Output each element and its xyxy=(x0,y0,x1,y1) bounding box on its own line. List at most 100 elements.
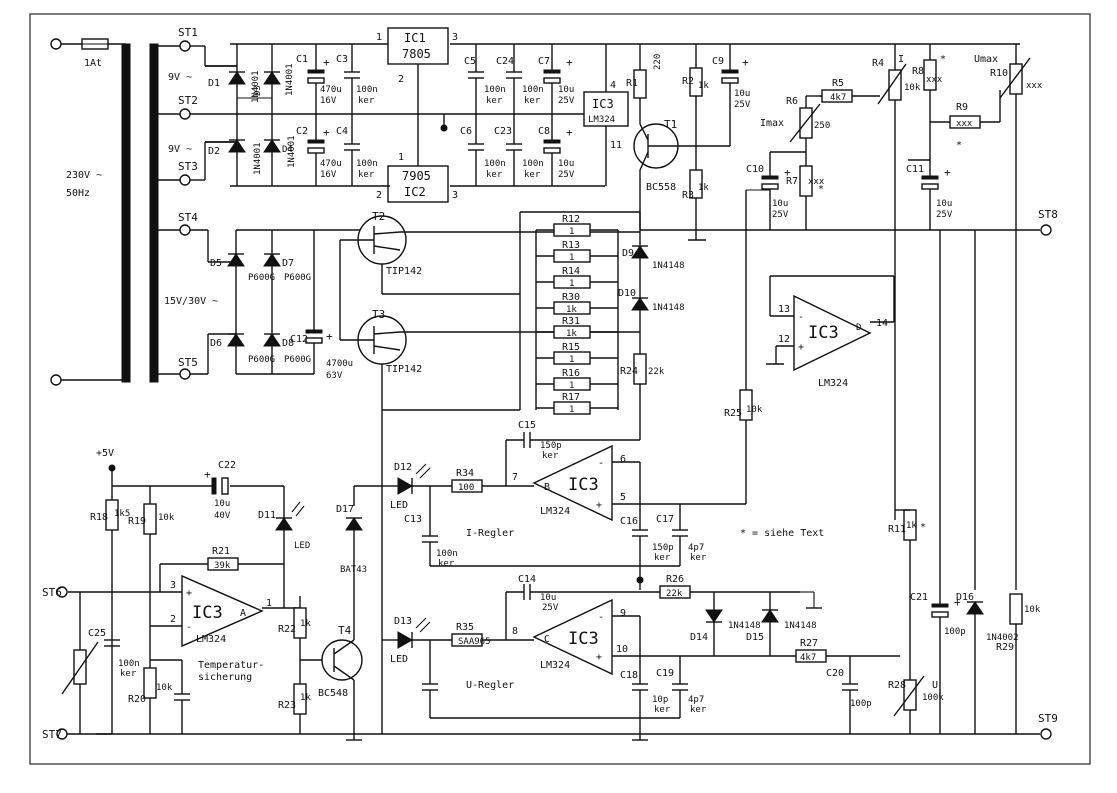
d7-ref: D7 xyxy=(282,258,294,269)
svg-text:+: + xyxy=(326,330,333,343)
r2-ref: R2 xyxy=(682,76,694,87)
c19-val: 10p xyxy=(652,695,668,705)
svg-text:-: - xyxy=(598,458,604,469)
svg-text:-: - xyxy=(798,312,804,323)
d11-part: LED xyxy=(294,541,310,551)
c25-ref: C25 xyxy=(88,628,106,639)
transformer: 9V ~ 9V ~ 15V/30V ~ xyxy=(121,43,218,383)
r18-ref: R18 xyxy=(90,512,108,523)
terminal-st2 xyxy=(179,108,191,120)
terminal-st8 xyxy=(1040,224,1052,236)
pot-r6 xyxy=(799,107,813,139)
c2-ref: C2 xyxy=(296,126,308,137)
temp-label-1: Temperatur- xyxy=(198,660,264,671)
power-rectifier: D5 P600G D7 P600G D6 P600G D8 P600G C12 … xyxy=(190,229,360,381)
svg-text:-: - xyxy=(598,612,604,623)
terminal-st8-label: ST8 xyxy=(1038,208,1058,221)
ic3-a-pin1: 1 xyxy=(266,598,272,609)
d10-ref: D10 xyxy=(618,288,636,299)
svg-text:+: + xyxy=(566,126,573,139)
r10-ref: R9 xyxy=(956,102,968,113)
resistor-r24 xyxy=(633,353,647,385)
terminal-st7-label: ST7 xyxy=(42,728,62,741)
c23-val: 100n xyxy=(522,159,544,169)
svg-text:+: + xyxy=(596,500,602,511)
r7-val: xxx xyxy=(808,177,825,187)
c11-volt: 25V xyxy=(936,210,953,220)
ic3-d-opamp: IC3 LM324 D 13 12 14 - + xyxy=(766,275,895,389)
r29-ref: R29 xyxy=(996,642,1014,653)
d10-part: 1N4148 xyxy=(652,303,685,313)
d12-ref: D12 xyxy=(394,462,412,473)
t3-ref: T3 xyxy=(372,308,385,321)
r30-val: 1k xyxy=(566,305,577,315)
mains-voltage-label: 230V ~ xyxy=(66,170,102,181)
ic3-d-pin14: 14 xyxy=(876,318,888,329)
terminal-st5-label: ST5 xyxy=(178,356,198,369)
c24-ref: C24 xyxy=(496,56,514,67)
ic3-c-pin9: 9 xyxy=(620,608,626,619)
t1-section: R1 220 T1 BC558 R2 1k R3 1k C9 10u 25V + xyxy=(626,44,751,241)
c24-val: 100n xyxy=(522,85,544,95)
terminal-st9 xyxy=(1040,728,1052,740)
terminal-st5 xyxy=(179,368,191,380)
c10-ref: C10 xyxy=(746,164,764,175)
r1-val: 220 xyxy=(653,54,663,70)
r21-val: 39k xyxy=(214,561,231,571)
c8-val: 10u xyxy=(558,159,574,169)
ic3-a-pin3: 3 xyxy=(170,580,176,591)
ic3-c-pin10: 10 xyxy=(616,644,628,655)
t1-part: BC558 xyxy=(646,182,676,193)
terminal-st1 xyxy=(179,40,191,52)
d17-ref: D17 xyxy=(336,504,354,515)
r4-val: 10k xyxy=(904,83,921,93)
c15-val: 150p xyxy=(540,441,562,451)
r27-ref: R27 xyxy=(800,638,818,649)
svg-text:+: + xyxy=(596,652,602,663)
pass-transistors: T2 TIP142 T3 TIP142 xyxy=(339,210,640,411)
c19-ref: C18 xyxy=(620,670,638,681)
d2-part: 1N4001 xyxy=(253,142,263,175)
ic1-pin3: 3 xyxy=(452,32,458,43)
c17-val: 150p xyxy=(652,543,674,553)
shunt-network: R12 1 R13 1 R14 1 R30 1k R31 1k R15 1 R1… xyxy=(535,212,685,440)
terminal-st9-label: ST9 xyxy=(1038,712,1058,725)
d6-part: P600G xyxy=(248,355,275,365)
output-feedback: R11 1k * R28 100k U C21 100p + D16 1N400… xyxy=(888,230,1058,740)
u-regler-label: U-Regler xyxy=(466,680,514,691)
d1-part: 1N4001 xyxy=(251,70,261,103)
c23-ker: ker xyxy=(524,170,541,180)
ic3-a-part: LM324 xyxy=(196,634,226,645)
d9-ref: D9 xyxy=(622,248,634,259)
svg-text:+: + xyxy=(944,166,951,179)
r4-ref: R4 xyxy=(872,58,884,69)
r24-ref: R24 xyxy=(620,366,638,377)
r34-ref: R35 xyxy=(456,622,474,633)
low-voltage-supply: D1 D3 1N4001 1N4001 D2 1N4001 1N4001 D4 … xyxy=(190,27,1020,203)
c17-ref: C16 xyxy=(620,516,638,527)
r26-val: 22k xyxy=(666,589,683,599)
ic3-power-name: IC3 xyxy=(592,97,614,111)
temperature-protection: +5V C22 10u 40V + R18 1k5 R19 10k ST6 ST… xyxy=(42,448,330,741)
r1-ref: R1 xyxy=(626,78,638,89)
d7-part: P600G xyxy=(284,273,311,283)
pot-r11 xyxy=(1009,63,1023,95)
led-d11 xyxy=(275,517,293,531)
diode-d7 xyxy=(263,253,281,267)
star-note: * = siehe Text xyxy=(740,528,824,539)
svg-text:+: + xyxy=(323,56,330,69)
r16-ref: R16 xyxy=(562,368,580,379)
d11-ref: D11 xyxy=(258,510,276,521)
c20-ker: ker xyxy=(690,705,707,715)
c12-ref: C12 xyxy=(290,334,308,345)
ic1-regulator xyxy=(387,27,449,65)
ic3-c-voltage-regulator: IC3 C LM324 - + 9 10 8 C14 10u 25V R26 2… xyxy=(382,574,900,741)
r17-val: 1 xyxy=(569,405,574,415)
r12-val: 1 xyxy=(569,227,574,237)
ic3-d-part: LM324 xyxy=(818,378,848,389)
r3-ref: R3 xyxy=(682,190,694,201)
led-d13 xyxy=(397,631,414,649)
ic3-d-pin13: 13 xyxy=(778,304,790,315)
r4-label: I xyxy=(898,54,904,65)
r9-val: 1k xyxy=(906,521,917,531)
